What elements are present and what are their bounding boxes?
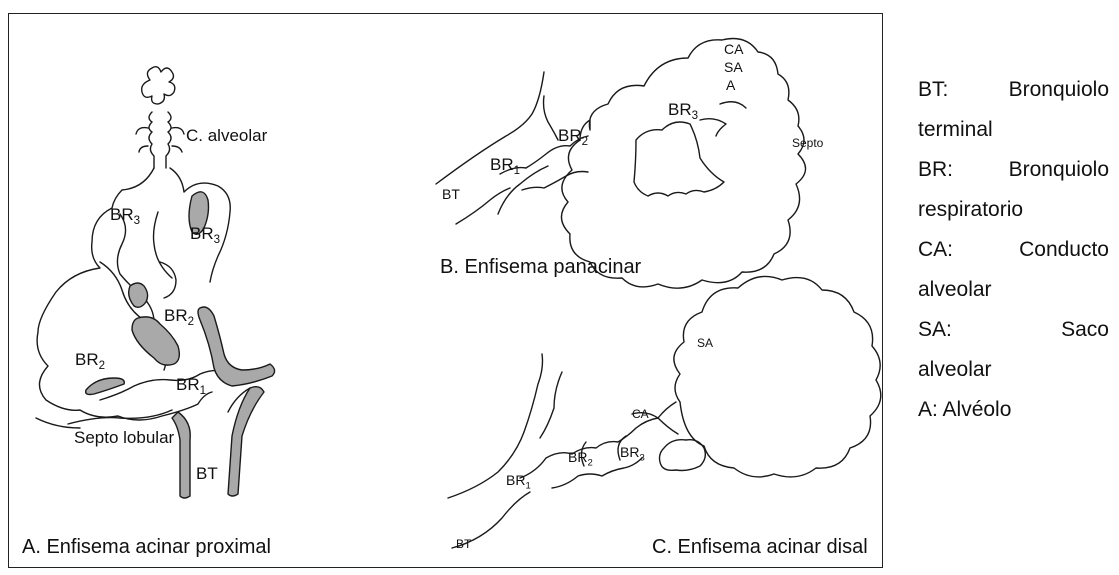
abbreviation-legend: BT:Bronquiolo terminal BR:Bronquiolo res… — [918, 70, 1109, 430]
label-br2-c: BR2 — [568, 449, 593, 465]
bt-tube-a — [172, 412, 190, 498]
bt-airway-c — [448, 354, 562, 498]
legend-sa-line2: alveolar — [918, 350, 1109, 390]
legend-a-line: A: Alvéolo — [918, 390, 1109, 430]
label-br1-a: BR1 — [176, 375, 206, 395]
label-br1-c: BR1 — [506, 472, 531, 488]
label-septo-lobular: Septo lobular — [74, 428, 174, 448]
bronchiole-c — [520, 402, 676, 478]
label-septo-b: Septo — [792, 136, 823, 150]
label-c-alveolar: C. alveolar — [186, 126, 267, 146]
label-br3-a-top: BR3 — [110, 205, 140, 225]
label-br2-a-mid: BR2 — [164, 306, 194, 326]
shaded-region-a4 — [198, 307, 275, 386]
legend-ca-line1: CA:Conducto — [918, 230, 1109, 270]
label-sa-b: SA — [724, 59, 743, 75]
legend-bt-line1: BT:Bronquiolo — [918, 70, 1109, 110]
legend-bt-line2: terminal — [918, 110, 1109, 150]
alveolar-duct-a — [149, 112, 154, 168]
alveolar-sac-a — [142, 67, 175, 104]
label-br1-b: BR1 — [490, 155, 520, 175]
inner-loop-b — [634, 122, 724, 196]
label-br3-b: BR3 — [668, 100, 698, 120]
legend-ca-line2: alveolar — [918, 270, 1109, 310]
label-ca-b: CA — [724, 41, 743, 57]
shaded-region-a2 — [129, 283, 148, 307]
label-br2-a-left: BR2 — [75, 350, 105, 370]
label-br3-a-right: BR3 — [190, 224, 220, 244]
legend-sa-line1: SA:Saco — [918, 310, 1109, 350]
shaded-region-a5 — [86, 378, 125, 395]
label-sa-c: SA — [697, 336, 713, 350]
panel-a-caption: A. Enfisema acinar proximal — [22, 536, 271, 559]
label-bt-b: BT — [442, 186, 460, 202]
legend-br-line2: respiratorio — [918, 190, 1109, 230]
panel-b-caption: B. Enfisema panacinar — [440, 256, 641, 279]
label-a-b: A — [726, 77, 735, 93]
label-bt-c: BT — [456, 537, 471, 551]
label-br2-b: BR2 — [558, 126, 588, 146]
label-ca-c: CA — [632, 407, 649, 421]
small-sac-c — [660, 440, 706, 471]
distal-sac-c — [674, 276, 881, 476]
legend-br-line1: BR:Bronquiolo — [918, 150, 1109, 190]
panel-c-drawing — [448, 276, 881, 548]
label-br3-c: BR3 — [620, 444, 645, 460]
panel-c-caption: C. Enfisema acinar disal — [652, 536, 868, 559]
panacinar-cloud-b — [561, 39, 805, 289]
label-bt-a: BT — [196, 464, 218, 484]
